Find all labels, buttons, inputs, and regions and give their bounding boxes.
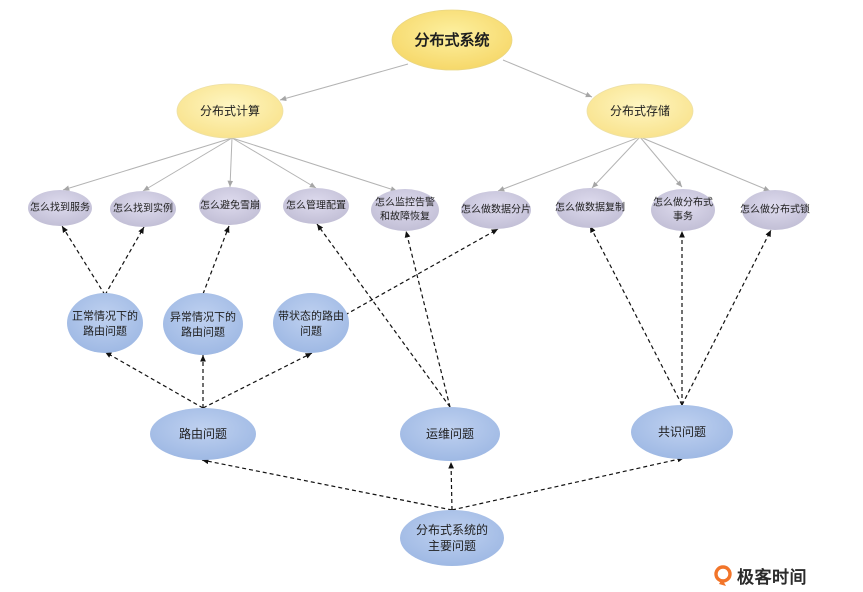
leaf-avoid-avalanche: 怎么避免雪崩 xyxy=(199,187,261,225)
node-distributed-computing-label: 分布式计算 xyxy=(200,103,260,118)
connector-root-storage xyxy=(502,59,593,98)
dependency-arrows xyxy=(61,223,772,511)
subproblem-abnormal-routing-line1: 异常情况下的 xyxy=(170,310,236,324)
arrow-abnormal-to-avalanche xyxy=(202,225,230,295)
geektime-logo: 极客时间 xyxy=(713,563,807,588)
leaf-manage-config-label: 怎么管理配置 xyxy=(286,199,346,212)
node-distributed-storage: 分布式存储 xyxy=(586,83,694,139)
leaf-find-instance: 怎么找到实例 xyxy=(110,191,176,227)
leaf-avoid-avalanche-label: 怎么避免雪崩 xyxy=(200,199,260,212)
leaf-dist-lock-label: 怎么做分布式锁 xyxy=(740,203,810,216)
arrow-normal-to-find-instance xyxy=(104,226,145,296)
connector-compute-monitor xyxy=(231,137,398,192)
connector-storage-dist-lock xyxy=(639,136,771,192)
arrow-normal-to-find-service xyxy=(61,225,106,296)
problem-consensus-label: 共识问题 xyxy=(658,425,706,439)
node-main-problems-line2: 主要问题 xyxy=(428,539,476,553)
subproblem-stateful-routing-line2: 问题 xyxy=(300,325,322,338)
arrow-consensus-to-replication xyxy=(589,225,683,406)
subproblem-abnormal-routing: 异常情况下的 路由问题 xyxy=(163,293,243,355)
problem-routing-label: 路由问题 xyxy=(179,426,227,441)
subproblem-stateful-routing-line1: 带状态的路由 xyxy=(278,309,344,323)
problem-ops: 运维问题 xyxy=(400,407,500,461)
connector-storage-sharding xyxy=(497,136,641,192)
arrow-routing-to-normal xyxy=(104,351,204,409)
leaf-dist-tx-line1: 怎么做分布式 xyxy=(653,196,713,209)
leaf-monitor-recover: 怎么监控告警 和故障恢复 xyxy=(371,189,439,231)
leaf-replication-label: 怎么做数据复制 xyxy=(555,201,625,214)
tree-connectors xyxy=(62,59,771,192)
problem-ops-label: 运维问题 xyxy=(426,427,474,441)
leaf-find-service-label: 怎么找到服务 xyxy=(30,201,90,214)
node-distributed-computing: 分布式计算 xyxy=(176,83,284,139)
connector-root-compute xyxy=(279,63,409,101)
node-distributed-system: 分布式系统 xyxy=(391,9,513,71)
leaf-replication: 怎么做数据复制 xyxy=(555,188,625,228)
connector-compute-manage-config xyxy=(231,137,317,189)
connector-compute-find-instance xyxy=(142,137,233,192)
problem-consensus: 共识问题 xyxy=(631,405,733,459)
leaf-dist-tx: 怎么做分布式 事务 xyxy=(651,189,715,231)
leaf-monitor-recover-line1: 怎么监控告警 xyxy=(375,196,435,209)
subproblem-normal-routing-line2: 路由问题 xyxy=(83,324,127,338)
arrow-consensus-to-dist-lock xyxy=(681,229,772,406)
leaf-sharding-label: 怎么做数据分片 xyxy=(461,203,531,216)
subproblem-stateful-routing: 带状态的路由 问题 xyxy=(273,293,349,353)
connector-compute-find-service xyxy=(62,137,233,191)
leaf-dist-lock: 怎么做分布式锁 xyxy=(740,190,810,230)
arrow-ops-to-config xyxy=(316,223,451,408)
connector-storage-dist-tx xyxy=(639,136,683,188)
subproblem-abnormal-routing-line2: 路由问题 xyxy=(181,325,225,339)
arrow-stateful-to-sharding xyxy=(344,228,499,316)
leaf-sharding: 怎么做数据分片 xyxy=(461,191,531,229)
leaf-manage-config: 怎么管理配置 xyxy=(283,188,349,224)
node-main-problems: 分布式系统的 主要问题 xyxy=(400,510,504,566)
arrow-main-to-routing xyxy=(201,458,453,511)
arrow-main-to-ops xyxy=(448,461,455,511)
node-distributed-storage-label: 分布式存储 xyxy=(610,103,670,118)
leaf-find-service: 怎么找到服务 xyxy=(28,190,92,226)
subproblem-normal-routing-line1: 正常情况下的 xyxy=(72,309,138,323)
subproblem-normal-routing: 正常情况下的 路由问题 xyxy=(67,293,143,353)
leaf-dist-tx-line2: 事务 xyxy=(673,210,693,223)
leaf-find-instance-label: 怎么找到实例 xyxy=(113,202,173,215)
arrow-main-to-consensus xyxy=(451,456,685,511)
problem-routing: 路由问题 xyxy=(150,408,256,460)
node-main-problems-line1: 分布式系统的 xyxy=(416,522,488,537)
arrow-routing-to-stateful xyxy=(202,352,313,409)
leaf-monitor-recover-line2: 和故障恢复 xyxy=(380,210,430,223)
connector-compute-avoid-avalanche xyxy=(227,137,234,188)
geektime-logo-icon xyxy=(714,564,732,586)
node-distributed-system-label: 分布式系统 xyxy=(414,31,489,49)
arrow-ops-to-monitor xyxy=(404,230,451,408)
connector-storage-replication xyxy=(591,136,641,189)
geektime-logo-text: 极客时间 xyxy=(737,568,807,588)
